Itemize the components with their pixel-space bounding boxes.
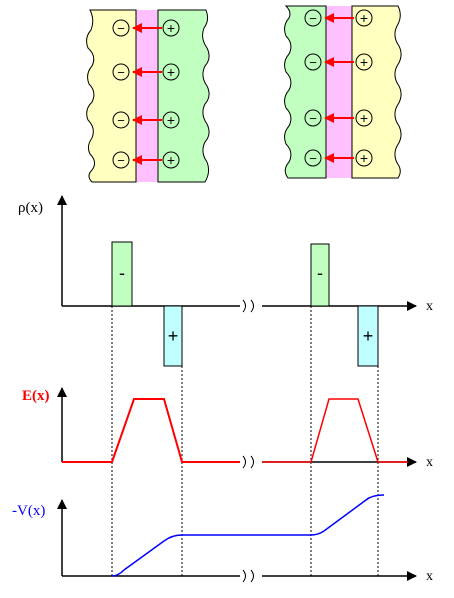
positive-ion-icon	[162, 63, 180, 81]
axis-break-icon	[242, 299, 254, 313]
positive-ion-label: +	[167, 64, 175, 80]
v-y-label: -V(x)	[12, 503, 45, 519]
charge-row: − +	[304, 9, 373, 27]
e-x-label: x	[426, 455, 433, 470]
negative-ion-icon	[112, 63, 130, 81]
junction-right-left-region	[284, 5, 327, 179]
junction-right-right-region	[351, 5, 402, 179]
charge-row: − +	[112, 63, 180, 81]
e-y-label: E(x)	[22, 388, 50, 404]
electric-field-plot: E(x) x	[22, 387, 433, 470]
junction-panel-left: − + − + − + − +	[86, 9, 210, 183]
negative-ion-label: −	[117, 113, 125, 128]
positive-ion-label: +	[167, 152, 175, 168]
negative-charge-label: -	[119, 263, 125, 283]
charge-row: − +	[112, 111, 180, 129]
positive-charge-label: +	[168, 326, 179, 346]
charge-row: − +	[304, 109, 373, 127]
e-field-curve	[262, 398, 408, 463]
positive-ion-icon	[355, 109, 373, 127]
positive-ion-label: +	[360, 54, 368, 70]
negative-ion-label: −	[309, 11, 317, 26]
negative-charge-block	[111, 241, 133, 307]
positive-ion-label: +	[360, 110, 368, 126]
negative-ion-icon	[112, 151, 130, 169]
positive-ion-icon	[162, 111, 180, 129]
potential-plot: -V(x) x	[12, 494, 433, 584]
positive-ion-icon	[162, 151, 180, 169]
negative-ion-icon	[304, 149, 322, 167]
charge-density-plot: ρ(x) x - + - +	[18, 195, 433, 367]
negative-ion-label: −	[117, 153, 125, 168]
positive-charge-block	[357, 305, 379, 367]
positive-charge-block	[163, 305, 183, 367]
junction-left-right-region	[157, 9, 210, 183]
positive-ion-label: +	[360, 10, 368, 26]
positive-ion-icon	[162, 19, 180, 37]
rho-x-label: x	[426, 299, 433, 314]
negative-ion-label: −	[117, 65, 125, 80]
negative-ion-label: −	[117, 21, 125, 36]
junction-panel-right: − + − + − + − +	[284, 5, 402, 179]
charge-row: − +	[112, 151, 180, 169]
negative-ion-icon	[304, 109, 322, 127]
positive-ion-label: +	[167, 20, 175, 36]
junction-left-left-region	[86, 9, 137, 183]
axis-break-icon	[242, 569, 254, 583]
positive-ion-icon	[355, 9, 373, 27]
positive-ion-label: +	[360, 150, 368, 166]
negative-charge-block	[310, 243, 330, 307]
v-x-label: x	[426, 569, 433, 584]
negative-ion-icon	[112, 111, 130, 129]
junction-right-depletion	[326, 6, 352, 178]
negative-ion-icon	[304, 53, 322, 71]
positive-ion-icon	[355, 53, 373, 71]
negative-ion-icon	[112, 19, 130, 37]
charge-row: − +	[304, 149, 373, 167]
negative-ion-label: −	[309, 151, 317, 166]
potential-curve	[111, 494, 385, 577]
positive-ion-label: +	[167, 112, 175, 128]
negative-charge-label: -	[317, 263, 323, 283]
charge-row: − +	[112, 19, 180, 37]
positive-charge-label: +	[363, 326, 374, 346]
charge-row: − +	[304, 53, 373, 71]
junction-left-depletion	[136, 10, 158, 182]
e-field-curve	[62, 398, 240, 463]
rho-y-label: ρ(x)	[18, 200, 43, 216]
negative-ion-label: −	[309, 55, 317, 70]
negative-ion-icon	[304, 9, 322, 27]
negative-ion-label: −	[309, 111, 317, 126]
positive-ion-icon	[355, 149, 373, 167]
axis-break-icon	[242, 455, 254, 469]
